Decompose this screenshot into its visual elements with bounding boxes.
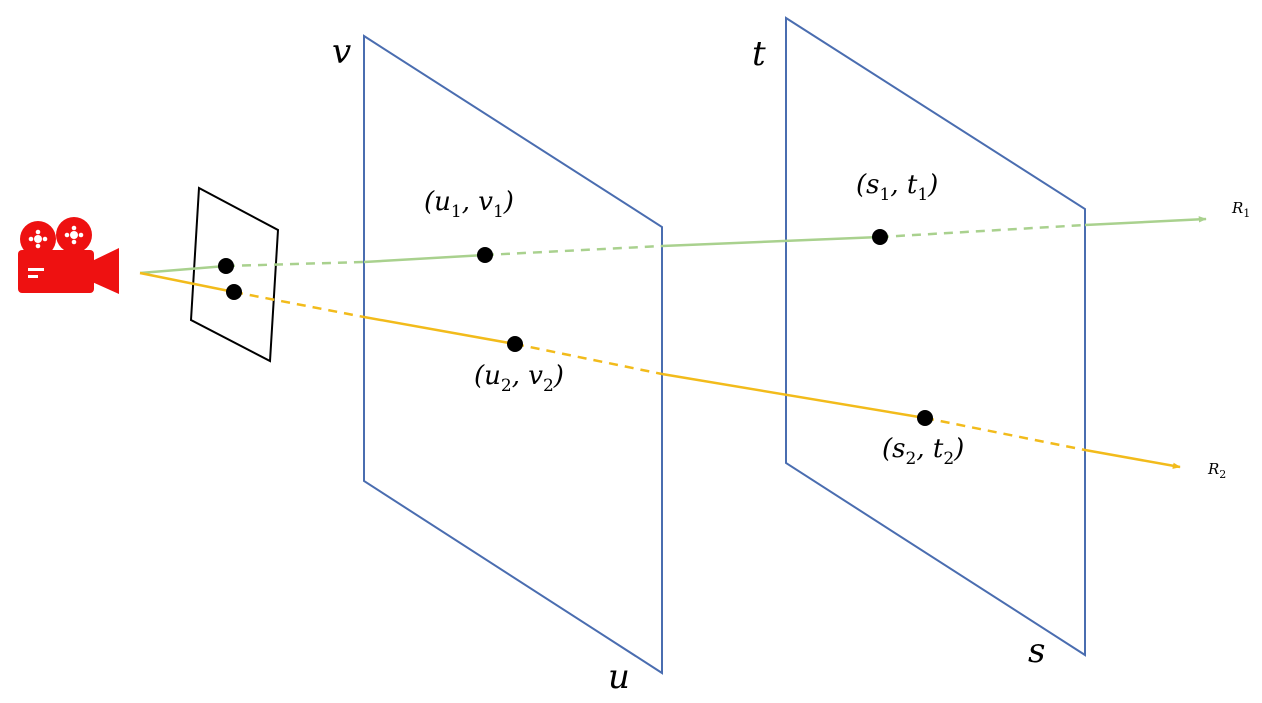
label-u1-v1: (u1, v1)	[424, 187, 514, 222]
movie-camera-icon	[18, 217, 119, 294]
st-point-1	[872, 229, 888, 245]
label-u2-v2: (u2, v2)	[474, 361, 564, 396]
image-plane-point-r1	[218, 258, 234, 274]
axis-label-u: u	[608, 657, 630, 697]
uv-point-1	[477, 247, 493, 263]
ray-r1	[139, 216, 1207, 275]
st-plane	[785, 16, 1086, 657]
ray-label-r2: R2	[1207, 460, 1226, 481]
image-plane	[189, 186, 280, 363]
axis-label-t: t	[752, 34, 766, 74]
axis-label-s: s	[1028, 631, 1045, 671]
ray-r2	[139, 271, 1181, 469]
axis-label-v: v	[332, 32, 351, 72]
uv-plane	[363, 34, 663, 675]
label-s2-t2: (s2, t2)	[882, 434, 964, 469]
st-point-2	[917, 410, 933, 426]
uv-point-2	[507, 336, 523, 352]
ray-label-r1: R1	[1231, 199, 1250, 220]
image-plane-point-r2	[226, 284, 242, 300]
label-s1-t1: (s1, t1)	[856, 170, 938, 205]
